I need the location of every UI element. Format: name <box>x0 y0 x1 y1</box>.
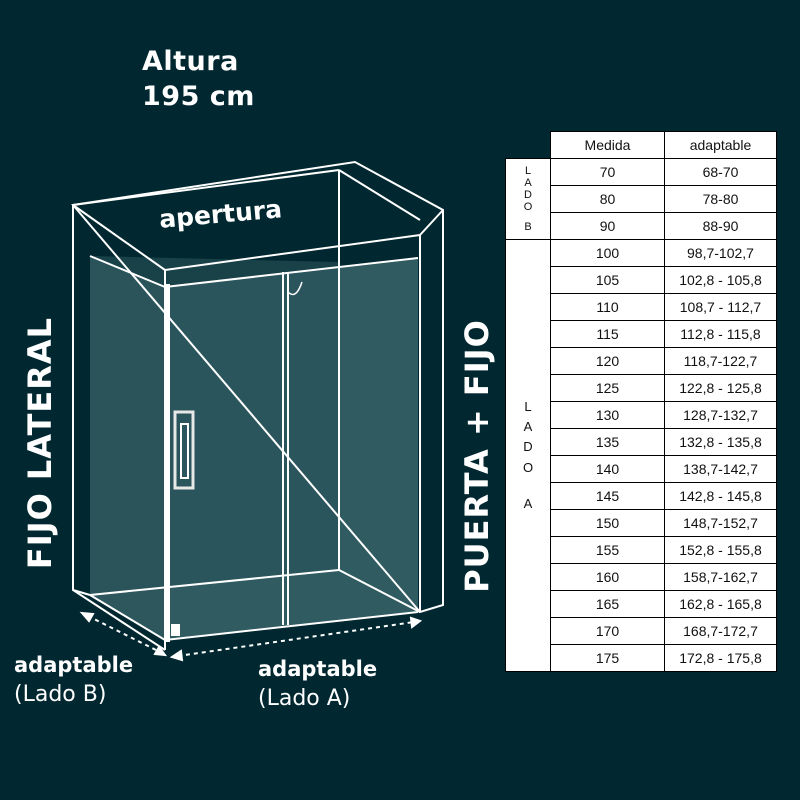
cell-adaptable: 128,7-132,7 <box>664 401 777 429</box>
cell-medida: 170 <box>550 617 665 645</box>
group-letter: A <box>524 176 532 189</box>
group-letter: L <box>524 399 532 415</box>
side-b-adaptable: adaptable <box>14 653 134 677</box>
cell-medida: 110 <box>550 293 665 321</box>
cell-medida: 70 <box>550 158 665 186</box>
glass-frames <box>89 255 419 642</box>
group-letter: A <box>523 419 533 435</box>
group-letter: D <box>523 439 533 455</box>
cell-adaptable: 78-80 <box>664 185 777 213</box>
cell-medida: 160 <box>550 563 665 591</box>
cell-medida: 175 <box>550 644 665 672</box>
group-letter: L <box>524 164 532 177</box>
dimension-lines <box>79 611 423 662</box>
enclosure-outline <box>71 160 444 651</box>
cell-adaptable: 102,8 - 105,8 <box>664 266 777 294</box>
cell-medida: 145 <box>550 482 665 510</box>
door-handle <box>173 410 195 490</box>
cell-adaptable: 138,7-142,7 <box>664 455 777 483</box>
cell-medida: 105 <box>550 266 665 294</box>
cell-medida: 90 <box>550 212 665 240</box>
group-lado-b: L A D O B <box>505 158 551 240</box>
header-adaptable: adaptable <box>664 131 777 159</box>
group-lado-a: L A D O A <box>505 239 551 672</box>
cell-medida: 155 <box>550 536 665 564</box>
group-letter: D <box>524 188 532 201</box>
group-letter: A <box>523 495 533 511</box>
side-b-label: adaptable (Lado B) <box>14 650 133 710</box>
cell-adaptable: 112,8 - 115,8 <box>664 320 777 348</box>
fixed-side-label: FIJO LATERAL <box>21 316 59 570</box>
door-foot <box>171 624 180 636</box>
cell-adaptable: 152,8 - 155,8 <box>664 536 777 564</box>
table-row: 80 78-80 <box>506 185 777 213</box>
height-title: Altura <box>142 46 239 77</box>
door-fixed-label: PUERTA + FIJO <box>458 319 496 593</box>
cell-adaptable: 98,7-102,7 <box>664 239 777 267</box>
group-letter: B <box>524 221 532 234</box>
height-label: Altura 195 cm <box>142 44 255 114</box>
cell-adaptable: 172,8 - 175,8 <box>664 644 777 672</box>
table-header-row: Medida adaptable <box>505 131 777 159</box>
cell-medida: 100 <box>550 239 665 267</box>
cell-adaptable: 148,7-152,7 <box>664 509 777 537</box>
cell-adaptable: 108,7 - 112,7 <box>664 293 777 321</box>
door-hinge <box>287 281 303 296</box>
back-glass <box>90 256 339 595</box>
cell-medida: 130 <box>550 401 665 429</box>
size-table: Medida adaptable L A D O B 70 68-70 80 7… <box>505 131 777 672</box>
cell-medida: 80 <box>550 185 665 213</box>
height-value: 195 cm <box>142 81 255 112</box>
cell-medida: 165 <box>550 590 665 618</box>
cell-adaptable: 158,7-162,7 <box>664 563 777 591</box>
cell-medida: 135 <box>550 428 665 456</box>
group-letter: O <box>523 201 533 214</box>
table-row: L A D O A 100 98,7-102,7 <box>505 239 777 672</box>
cell-adaptable: 162,8 - 165,8 <box>664 590 777 618</box>
cell-adaptable: 122,8 - 125,8 <box>664 374 777 402</box>
cell-medida: 150 <box>550 509 665 537</box>
cell-medida: 120 <box>550 347 665 375</box>
cell-medida: 125 <box>550 374 665 402</box>
cell-adaptable: 168,7-172,7 <box>664 617 777 645</box>
table-row: 90 88-90 <box>506 212 777 240</box>
cell-adaptable: 118,7-122,7 <box>664 347 777 375</box>
group-letter: O <box>522 459 534 475</box>
side-a-name: (Lado A) <box>258 686 351 711</box>
cell-medida: 140 <box>550 455 665 483</box>
side-a-adaptable: adaptable <box>258 657 378 681</box>
cell-adaptable: 142,8 - 145,8 <box>664 482 777 510</box>
cell-adaptable: 132,8 - 135,8 <box>664 428 777 456</box>
cell-adaptable: 88-90 <box>664 212 777 240</box>
table-row: L A D O B 70 68-70 <box>505 158 777 240</box>
side-a-label: adaptable (Lado A) <box>258 654 377 714</box>
side-b-name: (Lado B) <box>14 682 107 707</box>
header-medida: Medida <box>550 131 665 159</box>
table-corner <box>505 131 551 159</box>
cell-medida: 115 <box>550 320 665 348</box>
cell-adaptable: 68-70 <box>664 158 777 186</box>
